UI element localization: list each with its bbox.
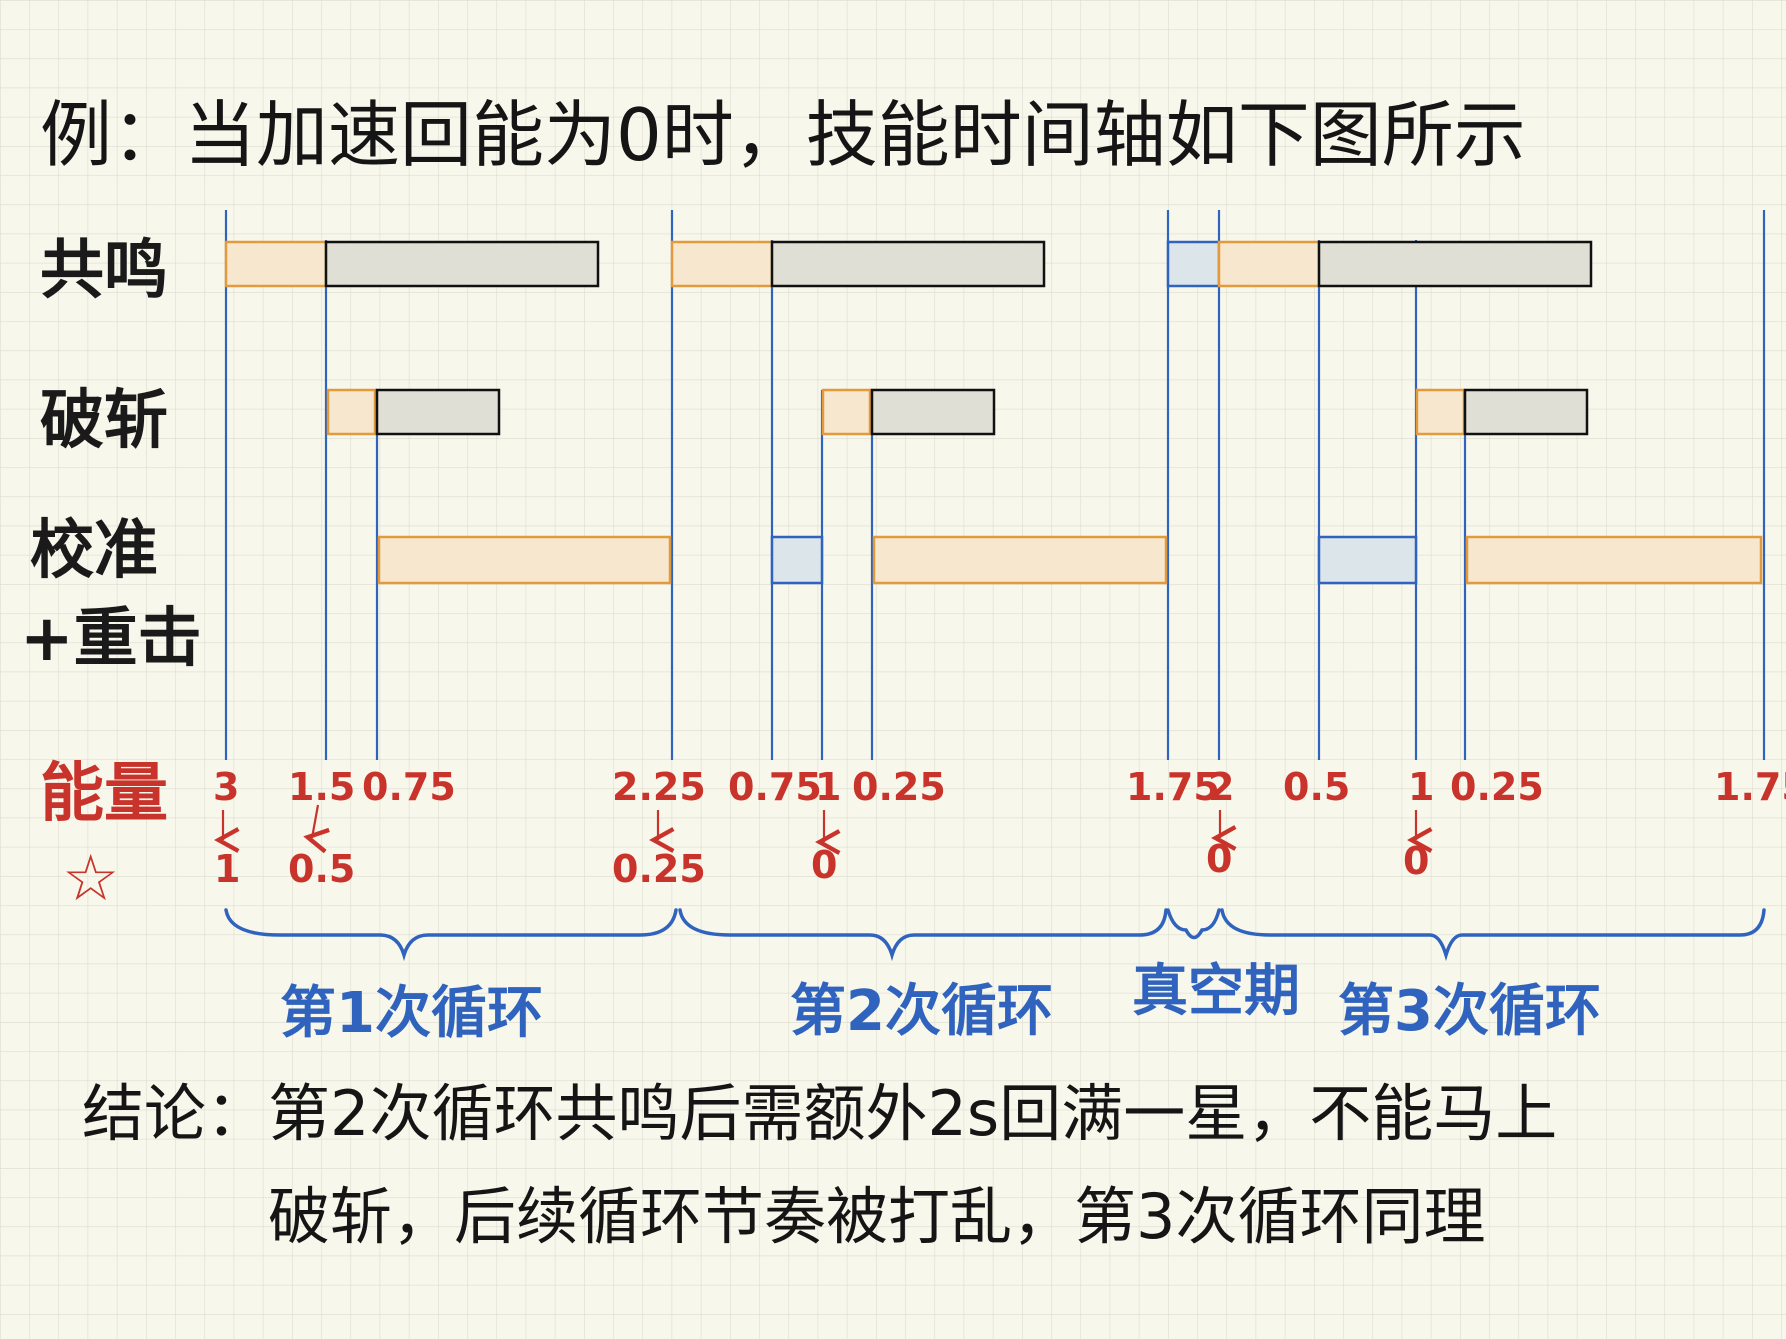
row-label-calibrate-line1: 校准 [30,514,158,588]
resonance-cast-bar [670,240,774,288]
row-label-resonance: 共鸣 [40,234,168,308]
cycle-brace [678,908,1168,962]
break-slash-cooldown-bar [375,388,501,436]
break-slash-bars [326,388,1589,436]
energy-top-value: 0.5 [1283,765,1350,809]
conclusion: 结论：第2次循环共鸣后需额外2s回满一星，不能马上 破斩，后续循环节奏被打乱，第… [82,1077,1557,1253]
cycle-brace [1166,908,1221,940]
energy-bottom-value: 0 [811,843,837,887]
energy-bottom-values: 1 0.5 0.25 0 0 0 [214,837,1429,891]
energy-top-value: 1 [815,765,841,809]
energy-top-value: 1.75 [1714,765,1786,809]
resonance-cast-bar [1217,240,1321,288]
row-label-break-slash: 破斩 [40,384,168,458]
conclusion-line-1: 结论：第2次循环共鸣后需额外2s回满一星，不能马上 [82,1077,1557,1150]
timeline-vertical-lines [224,210,1766,760]
calibrate-active-bar [872,535,1168,585]
resonance-cooldown-bar [1317,240,1593,288]
row-label-calibrate-line2: +重击 [20,602,202,676]
break-slash-cast-bar [326,388,377,436]
energy-top-value: 3 [213,765,239,809]
energy-bottom-value: 0 [1403,839,1429,883]
resonance-bars [224,240,1593,288]
break-slash-cast-bar [821,388,872,436]
cycle-braces [224,908,1766,962]
idle-period-label: 真空期 [1132,959,1300,1024]
cycle-labels: 第1次循环 第2次循环 真空期 第3次循环 [280,959,1601,1046]
energy-top-value: 1.75 [1126,765,1220,809]
cycle-brace [1220,908,1766,962]
break-slash-cooldown-bar [1463,388,1589,436]
energy-top-value: 2.25 [612,765,706,809]
calibrate-active-bar [377,535,672,585]
resonance-cooldown-bar [324,240,600,288]
energy-bottom-value: 0.5 [288,847,355,891]
conclusion-line-2: 破斩，后续循环节奏被打乱，第3次循环同理 [268,1180,1485,1253]
row-labels: 共鸣 破斩 校准 +重击 [20,234,202,676]
cycle-label-3: 第3次循环 [1338,979,1601,1044]
energy-label: 能量 [40,757,168,831]
resonance-cooldown-bar [770,240,1046,288]
energy-top-value: 2 [1208,765,1234,809]
calibrate-idle-bar [770,535,824,585]
star-icon: ☆ [62,842,119,916]
energy-bottom-value: 1 [214,847,240,891]
energy-arrows [223,804,1416,842]
energy-top-value: 0.75 [728,765,822,809]
energy-top-value: 1 [1408,765,1434,809]
energy-down-arrow [312,804,318,838]
resonance-cast-bar [224,240,328,288]
energy-top-value: 0.75 [362,765,456,809]
break-slash-cast-bar [1415,388,1466,436]
calibrate-bars [377,535,1763,585]
energy-top-value: 1.5 [288,765,355,809]
energy-top-value: 0.25 [852,765,946,809]
page-title: 例：当加速回能为0时，技能时间轴如下图所示 [40,93,1526,177]
calibrate-idle-bar [1317,535,1418,585]
calibrate-active-bar [1465,535,1763,585]
resonance-idle-bar [1166,240,1221,288]
cycle-label-2: 第2次循环 [790,979,1053,1044]
energy-bottom-value: 0.25 [612,847,706,891]
cycle-label-1: 第1次循环 [280,981,543,1046]
energy-bottom-value: 0 [1206,837,1232,881]
energy-top-value: 0.25 [1450,765,1544,809]
break-slash-cooldown-bar [870,388,996,436]
energy-top-values: 3 1.5 0.75 2.25 0.75 1 0.25 1.75 2 0.5 1… [213,765,1786,809]
cycle-brace [224,908,678,962]
